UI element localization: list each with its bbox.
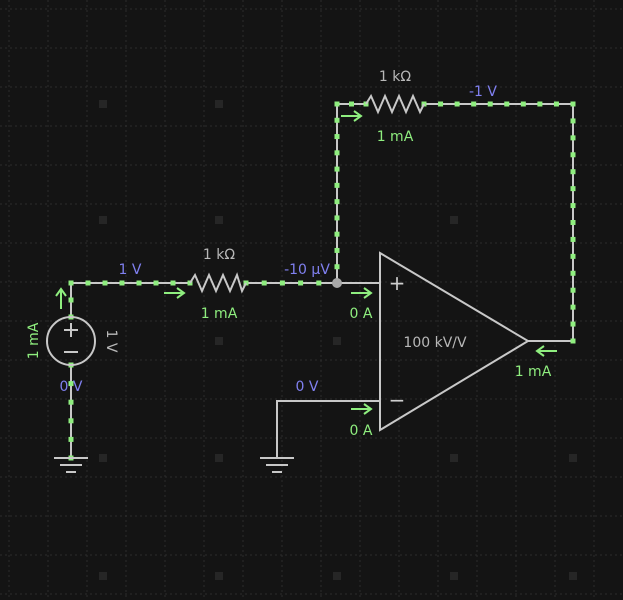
resistor-feedback[interactable] [365,93,425,115]
current-dot [68,381,74,387]
current-dot [170,280,176,286]
opamp-gain: 100 kV/V [403,335,467,351]
opamp-plus-symbol: + [389,271,406,295]
current-dot [334,247,340,253]
current-dot [570,203,576,209]
current-dot [279,280,285,286]
current-dot [570,253,576,259]
arrow-plus-icon [351,287,373,299]
node-minus-voltage: 0 V [296,379,319,395]
current-dot [153,280,159,286]
current-dot [570,186,576,192]
current-dot [68,436,74,442]
opamp-minus-current: 0 A [350,423,373,439]
current-dot [454,101,460,107]
current-dot [261,280,267,286]
arrow-output-icon [535,345,557,357]
ground-minus [260,457,294,473]
arrow-source-icon [55,287,67,309]
ground-source [54,457,88,473]
current-dot [334,134,340,140]
current-dot [136,280,142,286]
arrow-r1-icon [164,287,186,299]
arrow-feedback-icon [341,110,363,122]
wires [70,103,574,458]
current-dot [504,101,510,107]
current-dot [102,280,108,286]
opamp-plus-current: 0 A [350,306,373,322]
current-dot [334,264,340,270]
current-dot [570,321,576,327]
resistor-input[interactable] [189,272,247,294]
wire-source-to-r1 [70,282,190,317]
current-dot [570,135,576,141]
resistor-feedback-current: 1 mA [377,129,414,145]
wire-feedback-left [336,103,366,283]
current-dot [553,101,559,107]
opamp-minus-symbol: − [389,388,406,412]
junction-node[interactable] [332,278,342,288]
current-dot [68,280,74,286]
current-dot [570,270,576,276]
current-dot [334,182,340,188]
current-dot [537,101,543,107]
current-dot [570,118,576,124]
current-dots [68,101,576,461]
current-dot [570,169,576,175]
node-input-voltage: 1 V [119,262,142,278]
opamp-output-current: 1 mA [515,364,552,380]
opamp-triangle[interactable] [379,251,530,432]
current-dot [471,101,477,107]
current-dot [570,338,576,344]
current-dot [334,166,340,172]
current-dot [85,280,91,286]
current-dot [68,297,74,303]
voltage-source[interactable] [46,316,96,366]
current-dot [334,215,340,221]
node-inverting-voltage: -10 µV [284,262,330,278]
current-dot [570,152,576,158]
current-dot [119,280,125,286]
current-dot [334,101,340,107]
resistor-input-current: 1 mA [201,306,238,322]
current-dot [334,199,340,205]
current-arrows [55,110,557,415]
resistor-input-value: 1 kΩ [203,247,235,263]
current-dot [570,304,576,310]
node-source-ground-voltage: 0 V [60,379,83,395]
wire-feedback-right [424,103,574,342]
current-dot [520,101,526,107]
resistor-feedback-value: 1 kΩ [379,69,411,85]
current-dot [334,150,340,156]
current-dot [570,101,576,107]
current-dot [334,117,340,123]
current-dot [68,418,74,424]
current-dot [316,280,322,286]
node-output-voltage: -1 V [469,84,497,100]
current-dot [487,101,493,107]
current-dot [334,231,340,237]
current-dot [349,101,354,107]
source-current: 1 mA [26,322,42,359]
current-dot [570,287,576,293]
arrow-minus-icon [351,403,373,415]
source-voltage-value: 1 V [103,330,119,353]
current-dot [570,220,576,225]
wire-minus-to-ground [276,400,380,458]
current-dot [570,236,576,242]
current-dot [298,280,304,286]
current-dot [438,101,444,107]
current-dot [68,399,74,405]
